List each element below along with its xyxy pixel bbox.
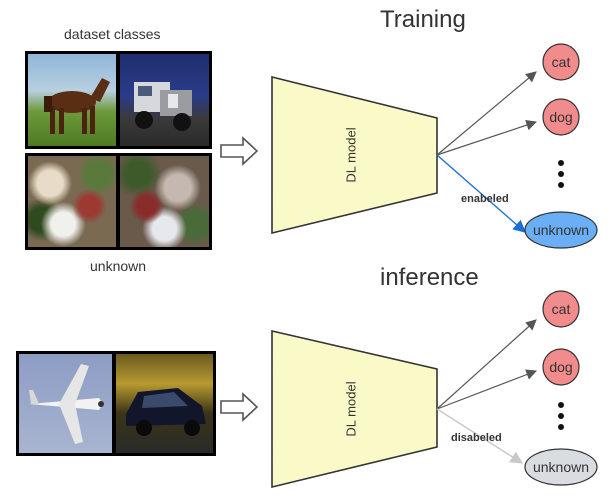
dot (558, 424, 564, 430)
inference-input-arrow (220, 392, 259, 422)
inference-images (16, 351, 216, 456)
dot (558, 160, 564, 166)
inference-node-dog-label: dog (549, 359, 572, 375)
inference-arrow-cat (436, 319, 537, 410)
training-node-unknown-label: unknown (533, 222, 589, 238)
inference-node-cat-label: cat (552, 301, 571, 317)
training-input-arrow (220, 136, 259, 166)
training-node-dog (542, 98, 580, 136)
inference-node-cat (542, 290, 580, 328)
dataset-unknown-images (25, 153, 212, 250)
training-node-unknown (524, 211, 598, 249)
training-model-shape (271, 75, 438, 235)
inference-node-unknown (524, 448, 598, 486)
training-model-label: DL model (343, 127, 358, 182)
disabled-edge-label: disabeled (451, 432, 502, 444)
inference-ellipsis-dots (558, 402, 564, 430)
inference-title: inference (380, 264, 479, 291)
unknown-image-2 (120, 156, 209, 247)
inference-model-shape (271, 329, 438, 489)
dot (558, 171, 564, 177)
truck-shape (134, 82, 192, 131)
training-arrow-unknown (436, 154, 526, 233)
training-arrow-dog (436, 119, 538, 156)
inference-model-label: DL model (343, 381, 358, 436)
enabled-edge-label: enabeled (461, 193, 509, 205)
inference-node-dog (542, 348, 580, 386)
unknown-image-1 (28, 156, 116, 247)
airplane-shape (29, 364, 104, 444)
horse-shape (44, 78, 110, 134)
dataset-known-images (25, 51, 212, 149)
training-node-cat (542, 43, 580, 81)
truck-image (120, 54, 209, 146)
training-node-cat-label: cat (552, 54, 571, 70)
inference-arrow-dog (436, 369, 538, 410)
inference-arrow-unknown (436, 408, 524, 464)
training-title: Training (380, 6, 466, 33)
dot (558, 182, 564, 188)
training-node-dog-label: dog (549, 109, 572, 125)
inference-node-unknown-label: unknown (533, 459, 589, 475)
unknown-images-label: unknown (90, 258, 147, 274)
car-image (116, 354, 213, 453)
horse-image (28, 54, 116, 146)
car-shape (126, 388, 206, 436)
airplane-image (19, 354, 112, 453)
training-ellipsis-dots (558, 160, 564, 188)
training-arrow-cat (436, 71, 537, 156)
dataset-classes-label: dataset classes (64, 26, 161, 42)
dot (558, 402, 564, 408)
dot (558, 413, 564, 419)
